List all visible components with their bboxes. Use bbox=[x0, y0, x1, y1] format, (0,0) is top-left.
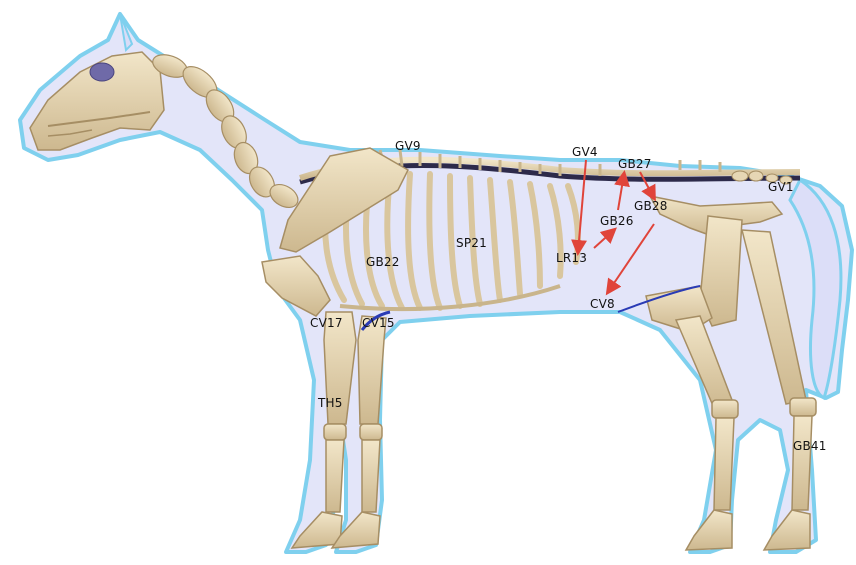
acupoint-label-gv9: GV9 bbox=[395, 140, 421, 152]
acupoint-label-th5: TH5 bbox=[318, 397, 343, 409]
acupoint-label-gb28: GB28 bbox=[634, 200, 668, 212]
acupoint-label-sp21: SP21 bbox=[456, 237, 487, 249]
acupoint-label-gv1: GV1 bbox=[768, 181, 794, 193]
acupoint-label-gb26: GB26 bbox=[600, 215, 634, 227]
acupoint-label-gb41: GB41 bbox=[793, 440, 827, 452]
acupoint-label-gv4: GV4 bbox=[572, 146, 598, 158]
acupoint-label-gb27: GB27 bbox=[618, 158, 652, 170]
acupoint-label-gb22: GB22 bbox=[366, 256, 400, 268]
acupoint-label-cv17: CV17 bbox=[310, 317, 343, 329]
acupoint-label-lr13: LR13 bbox=[556, 252, 587, 264]
acupoint-label-cv8: CV8 bbox=[590, 298, 615, 310]
acupoint-label-cv15: CV15 bbox=[362, 317, 395, 329]
